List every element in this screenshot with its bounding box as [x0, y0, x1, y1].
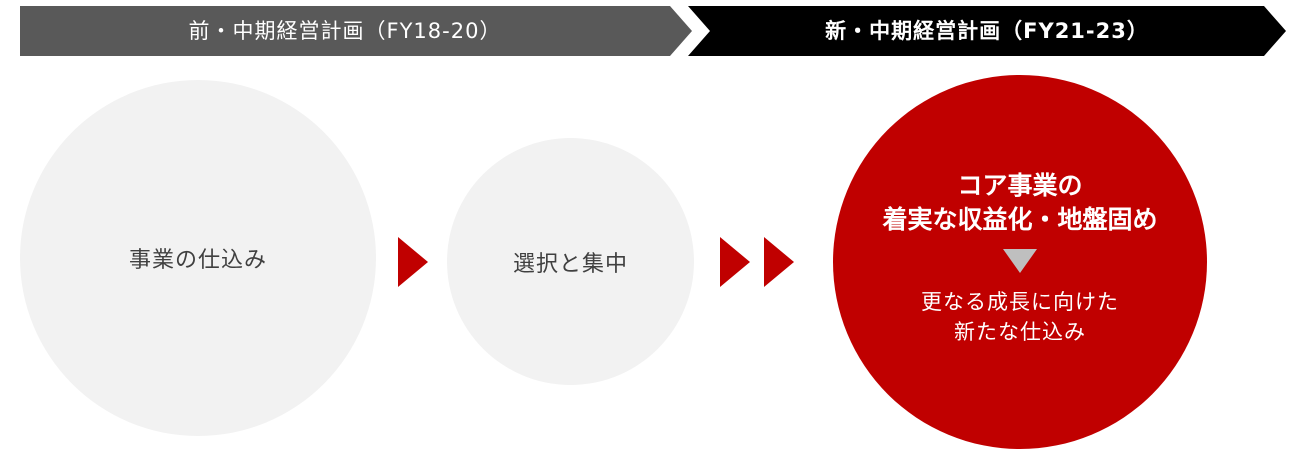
core-business-title: コア事業の 着実な収益化・地盤固め — [882, 169, 1157, 237]
stage-business-preparation: 事業の仕込み — [20, 80, 376, 436]
arrow-right-icon — [398, 237, 428, 287]
double-arrow-right-icon-second — [764, 237, 794, 287]
prev-plan-banner-shape — [20, 6, 692, 56]
prev-plan-label: 前・中期経営計画（FY18-20） — [188, 19, 502, 43]
double-arrow-right-icon-first — [720, 237, 750, 287]
core-business-subtext-line1: 更なる成長に向けた — [921, 290, 1119, 314]
new-plan-label: 新・中期経営計画（FY21-23） — [825, 19, 1149, 43]
core-business-subtext-line2: 新たな仕込み — [954, 320, 1086, 344]
stage-selection-focus-label: 選択と集中 — [512, 251, 628, 277]
stage-selection-focus: 選択と集中 — [447, 138, 694, 385]
prev-plan-banner: 前・中期経営計画（FY18-20） — [20, 6, 692, 56]
core-business-title-line2: 着実な収益化・地盤固め — [882, 205, 1158, 234]
down-triangle-icon — [1003, 249, 1037, 273]
new-plan-banner: 新・中期経営計画（FY21-23） — [688, 6, 1286, 56]
stage-core-business: コア事業の 着実な収益化・地盤固め 更なる成長に向けた 新たな仕込み — [833, 75, 1207, 449]
core-business-subtext: 更なる成長に向けた 新たな仕込み — [921, 287, 1119, 347]
core-business-title-line1: コア事業の — [957, 171, 1083, 200]
new-plan-banner-shape — [688, 6, 1286, 56]
stage-business-preparation-label: 事業の仕込み — [128, 248, 267, 273]
